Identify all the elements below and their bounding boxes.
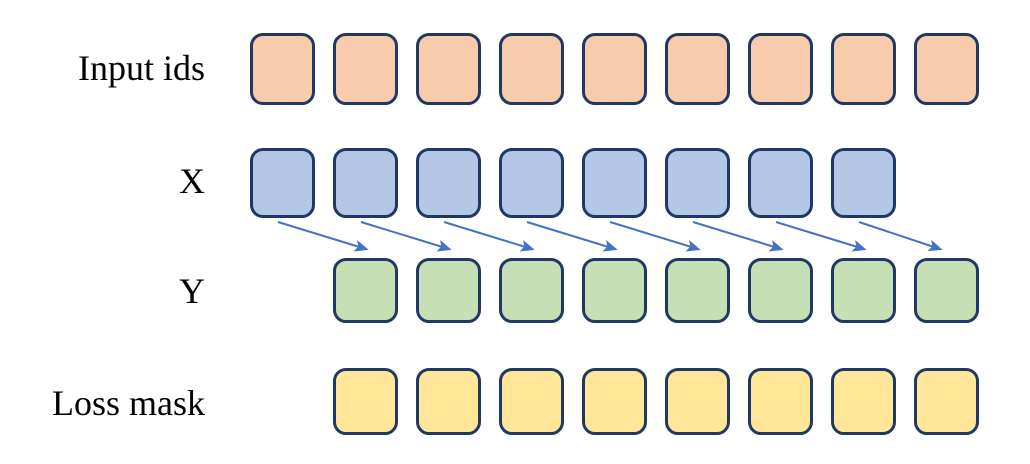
cell-y-2	[416, 258, 481, 323]
cell-y-8	[914, 258, 979, 323]
cell-x-4	[499, 148, 564, 218]
shift-arrow-1	[277, 221, 369, 252]
cell-input-ids-9	[914, 33, 979, 105]
shift-arrow-7	[775, 221, 867, 252]
cell-x-3	[416, 148, 481, 218]
cell-input-ids-2	[333, 33, 398, 105]
row-label-input-ids: Input ids	[77, 48, 205, 88]
cell-input-ids-5	[582, 33, 647, 105]
row-label-x: X	[179, 161, 205, 201]
cell-y-7	[831, 258, 896, 323]
shift-arrow-6	[692, 221, 784, 252]
cell-input-ids-4	[499, 33, 564, 105]
shift-arrows	[277, 221, 943, 252]
cell-loss-mask-7	[831, 368, 896, 435]
cell-input-ids-8	[831, 33, 896, 105]
row-label-y: Y	[179, 271, 205, 311]
cell-x-7	[748, 148, 813, 218]
cell-x-8	[831, 148, 896, 218]
cell-y-5	[665, 258, 730, 323]
cell-input-ids-7	[748, 33, 813, 105]
cell-x-5	[582, 148, 647, 218]
cell-y-6	[748, 258, 813, 323]
cell-input-ids-3	[416, 33, 481, 105]
cell-x-2	[333, 148, 398, 218]
cell-input-ids-6	[665, 33, 730, 105]
cell-loss-mask-2	[416, 368, 481, 435]
shift-arrow-2	[360, 221, 452, 252]
cell-loss-mask-5	[665, 368, 730, 435]
cell-y-3	[499, 258, 564, 323]
cell-y-4	[582, 258, 647, 323]
shift-arrow-8	[858, 221, 943, 252]
cell-loss-mask-4	[582, 368, 647, 435]
cell-input-ids-1	[250, 33, 315, 105]
shift-arrow-5	[609, 221, 701, 252]
shift-arrow-4	[526, 221, 618, 252]
cell-loss-mask-3	[499, 368, 564, 435]
shift-arrow-3	[443, 221, 535, 252]
cell-loss-mask-1	[333, 368, 398, 435]
cell-loss-mask-8	[914, 368, 979, 435]
cell-loss-mask-6	[748, 368, 813, 435]
cell-x-6	[665, 148, 730, 218]
row-label-loss-mask: Loss mask	[52, 383, 205, 423]
cell-x-1	[250, 148, 315, 218]
cell-y-1	[333, 258, 398, 323]
